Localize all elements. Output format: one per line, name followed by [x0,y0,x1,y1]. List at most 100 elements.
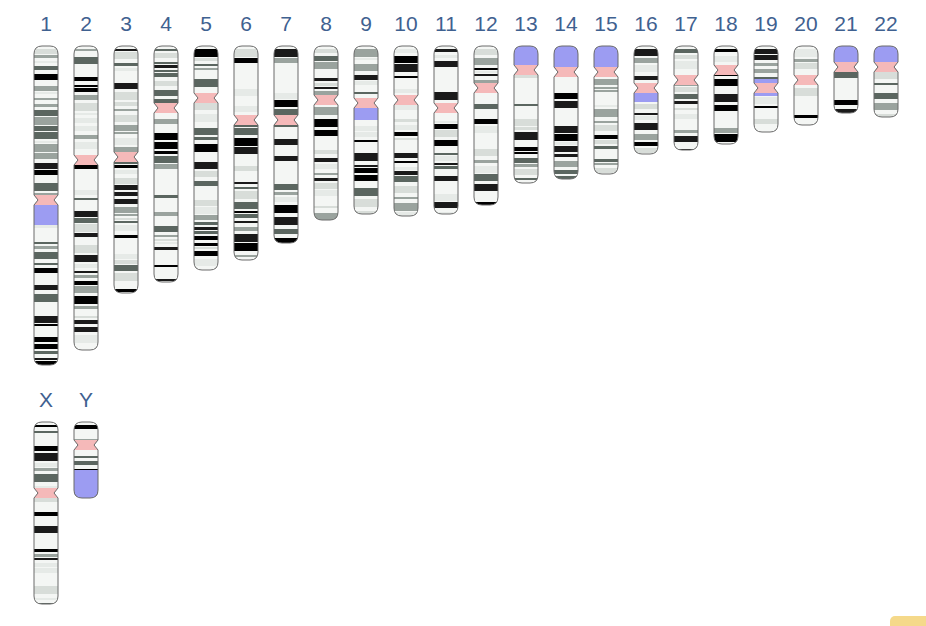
chromosome-number: 12 [468,12,504,36]
chromosome-band [194,154,218,158]
chromosome-band [394,49,418,53]
chromosome-band [34,242,58,244]
chromosome-band [274,226,298,228]
chromosome-band [274,125,298,127]
chromosome-band [394,138,418,140]
chromosome-ground [114,46,138,293]
chromosome-band [314,140,338,146]
chromosome-band [34,520,58,524]
chromosome-band [194,207,218,214]
chromosome-band [394,76,418,78]
chromosome-band [34,558,58,560]
chromosome-ground [74,46,98,350]
chromosome-band [74,310,98,312]
chromosome-band [154,113,178,118]
chromosome-band [74,113,98,115]
chromosome-band [674,101,698,104]
chromosome-band [634,58,658,63]
chromosome-band [754,69,778,73]
chromosome-band [154,142,178,149]
chromosome-band [434,49,458,52]
chromosome-band [34,563,58,567]
chromosome-band [74,296,98,304]
chromosome-band [794,115,818,118]
chromosome-band [34,74,58,80]
chromosome-band [194,144,218,152]
chromosome-band [34,568,58,573]
chromosome-band [474,58,498,65]
chromosome-band [594,163,618,165]
chromosome-band [394,64,418,72]
chromosome-band [34,285,58,290]
chromosome-band [714,121,738,126]
chromosome-band [394,186,418,193]
chromosome-band [434,140,458,146]
chromosome-band [474,184,498,191]
chromosome-outline [434,46,458,214]
chromosome-band [634,104,658,109]
chromosome-band [714,112,738,118]
chromosome-band [74,425,98,429]
chromosome-number: 8 [308,12,344,36]
chromosome-outline [234,46,258,260]
chromosome-band [234,113,258,115]
chromosome-band [474,104,498,109]
chromosome-band [434,92,458,100]
chromosome-ground [594,46,618,174]
chromosome-outline [874,46,898,117]
chromosome-band [34,294,58,302]
chromosome-band [834,81,858,85]
chromosome-band [34,163,58,169]
chromosome-band [194,123,218,126]
chromosome-band [674,145,698,147]
chromosome-band [154,260,178,264]
chromosome-band [594,109,618,117]
chromosome-band [274,229,298,234]
chromosome-band [514,104,538,106]
chromosome-number: 4 [148,12,184,36]
chromosome-band [34,474,58,482]
chromosome-band [514,127,538,130]
chromosome-band [34,453,58,461]
chromosome-band [394,171,418,175]
chromosome-band [514,164,538,167]
chromosome-band [34,141,58,143]
chromosome-ground [234,46,258,260]
chromosome-band [874,86,898,91]
chromosome-band [314,56,338,61]
chromosome-ground [834,46,858,113]
chromosome-band [34,436,58,443]
chromosome-band [114,221,138,223]
chromosome-band [434,55,458,58]
chromosome-band [34,176,58,180]
chromosome-band [434,176,458,181]
chromosome-band [474,160,498,163]
chromosome-band [274,109,298,115]
chromosome-band [274,100,298,107]
chromosome-band [194,247,218,249]
chromosome [834,46,858,117]
chromosome-band [554,126,578,133]
chromosome-band [194,190,218,197]
chromosome-band [114,125,138,131]
chromosome-band [34,446,58,451]
chromosome-band [154,156,178,163]
chromosome-band [714,49,738,52]
chromosome-ground [394,46,418,216]
chromosome-band [34,303,58,306]
chromosome-band [194,137,218,140]
chromosome-band [154,242,178,244]
chromosome-band [554,161,578,167]
chromosome-band [34,110,58,116]
chromosome-band [674,61,698,69]
chromosome-band [34,61,58,63]
chromosome-band [314,197,338,203]
chromosome-band [34,92,58,94]
chromosome-band [34,468,58,471]
chromosome-band [594,90,618,92]
chromosome-number: 14 [548,12,584,36]
chromosome-band [674,49,698,53]
chromosome-band [754,77,778,84]
chromosome-ground [74,422,98,498]
chromosome-band [474,112,498,115]
